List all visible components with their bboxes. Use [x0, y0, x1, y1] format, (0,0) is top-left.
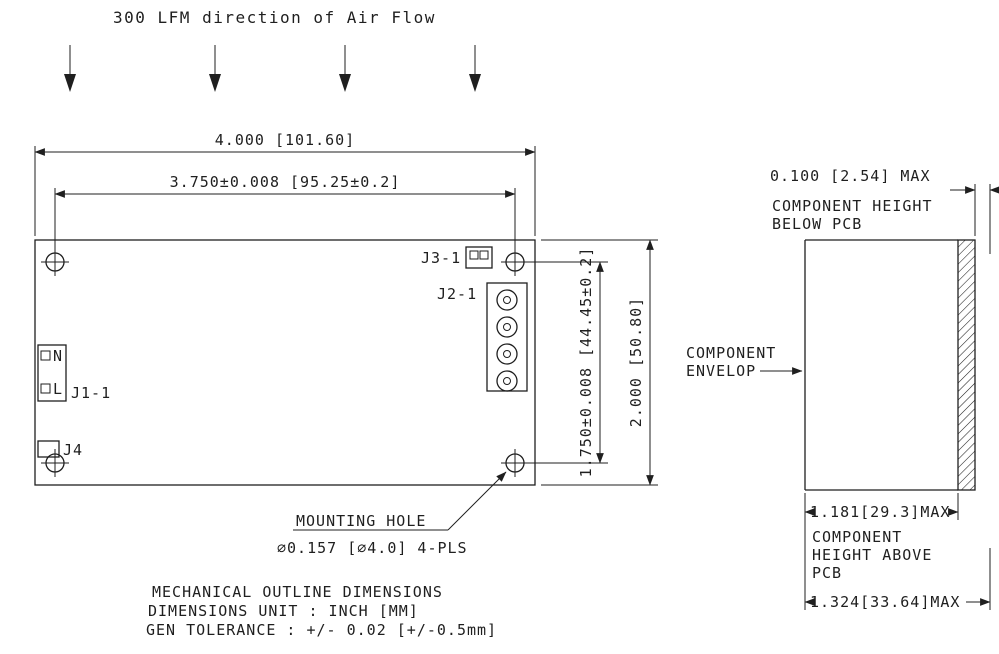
component-envelope-line2: ENVELOP: [686, 362, 756, 380]
connector-j3: J3-1: [421, 246, 493, 269]
mounting-hole-bottom-left: [41, 449, 69, 477]
airflow-arrow-3: [339, 45, 351, 92]
note-line2: DIMENSIONS UNIT : INCH [MM]: [148, 602, 419, 620]
pcb-top-view: J3-1 J2-1 N L J1-1 J4: [34, 239, 536, 486]
dim-hole-spacing-vertical-text: 1.750±0.008 [44.45±0.2]: [577, 247, 595, 478]
mounting-hole-callout: MOUNTING HOLE ⌀0.157 [⌀4.0] 4-PLS: [277, 471, 507, 557]
dim-hole-spacing-vertical: 1.750±0.008 [44.45±0.2]: [527, 247, 608, 478]
airflow-arrow-2: [209, 45, 221, 92]
pcb-side-view: [804, 239, 976, 491]
dim-hole-spacing-horizontal-text: 3.750±0.008 [95.25±0.2]: [170, 173, 401, 191]
dim-hole-spacing-horizontal: 3.750±0.008 [95.25±0.2]: [54, 173, 516, 250]
component-envelope-line1: COMPONENT: [686, 344, 776, 362]
airflow-header: 300 LFM direction of Air Flow: [64, 8, 481, 92]
above-pcb-label: COMPONENT HEIGHT ABOVE PCB: [812, 528, 932, 582]
pcb-cross-section: [957, 239, 976, 491]
dim-total-height-text: 1.324[33.64]MAX: [810, 593, 960, 611]
mounting-hole-bottom-right: [501, 449, 529, 477]
below-pcb-label: COMPONENT HEIGHT BELOW PCB: [772, 197, 933, 233]
above-pcb-label-line3: PCB: [812, 564, 842, 582]
connector-j1-label: J1-1: [71, 384, 111, 402]
note-line1: MECHANICAL OUTLINE DIMENSIONS: [152, 583, 443, 601]
dim-below-pcb: 0.100 [2.54] MAX: [770, 167, 999, 254]
above-pcb-label-line1: COMPONENT: [812, 528, 902, 546]
dim-overall-height: 2.000 [50.80]: [541, 239, 658, 486]
connector-j2-label: J2-1: [437, 285, 477, 303]
mounting-hole-top-right: [501, 248, 529, 276]
note-line3: GEN TOLERANCE : +/- 0.02 [+/-0.5mm]: [146, 621, 497, 639]
dim-overall-height-text: 2.000 [50.80]: [627, 297, 645, 427]
below-pcb-label-line2: BELOW PCB: [772, 215, 862, 233]
mounting-hole-label: MOUNTING HOLE: [296, 512, 426, 530]
connector-j4: J4: [37, 440, 83, 459]
airflow-label: 300 LFM direction of Air Flow: [113, 8, 436, 27]
connector-j1-pin-l: L: [53, 380, 63, 398]
component-envelope-label: COMPONENT ENVELOP: [686, 344, 803, 380]
dim-overall-width-text: 4.000 [101.60]: [215, 131, 355, 149]
board-outline: [34, 239, 536, 486]
connector-j2: J2-1: [437, 282, 528, 392]
mounting-hole-spec: ⌀0.157 [⌀4.0] 4-PLS: [277, 539, 468, 557]
airflow-arrow-4: [469, 45, 481, 92]
below-pcb-label-line1: COMPONENT HEIGHT: [772, 197, 933, 215]
connector-j4-label: J4: [63, 441, 83, 459]
mounting-hole-top-left: [41, 248, 69, 276]
dim-total-height: 1.324[33.64]MAX: [804, 548, 991, 611]
dim-below-pcb-text: 0.100 [2.54] MAX: [770, 167, 931, 185]
dim-above-pcb-text: 1.181[29.3]MAX: [810, 503, 950, 521]
airflow-arrow-1: [64, 45, 76, 92]
above-pcb-label-line2: HEIGHT ABOVE: [812, 546, 932, 564]
connector-j1: N L J1-1: [37, 344, 111, 402]
connector-j3-label: J3-1: [421, 249, 461, 267]
dim-above-pcb: 1.181[29.3]MAX: [804, 493, 959, 610]
drawing-notes: MECHANICAL OUTLINE DIMENSIONS DIMENSIONS…: [146, 583, 497, 639]
dim-overall-width: 4.000 [101.60]: [34, 131, 536, 236]
connector-j1-pin-n: N: [53, 347, 63, 365]
